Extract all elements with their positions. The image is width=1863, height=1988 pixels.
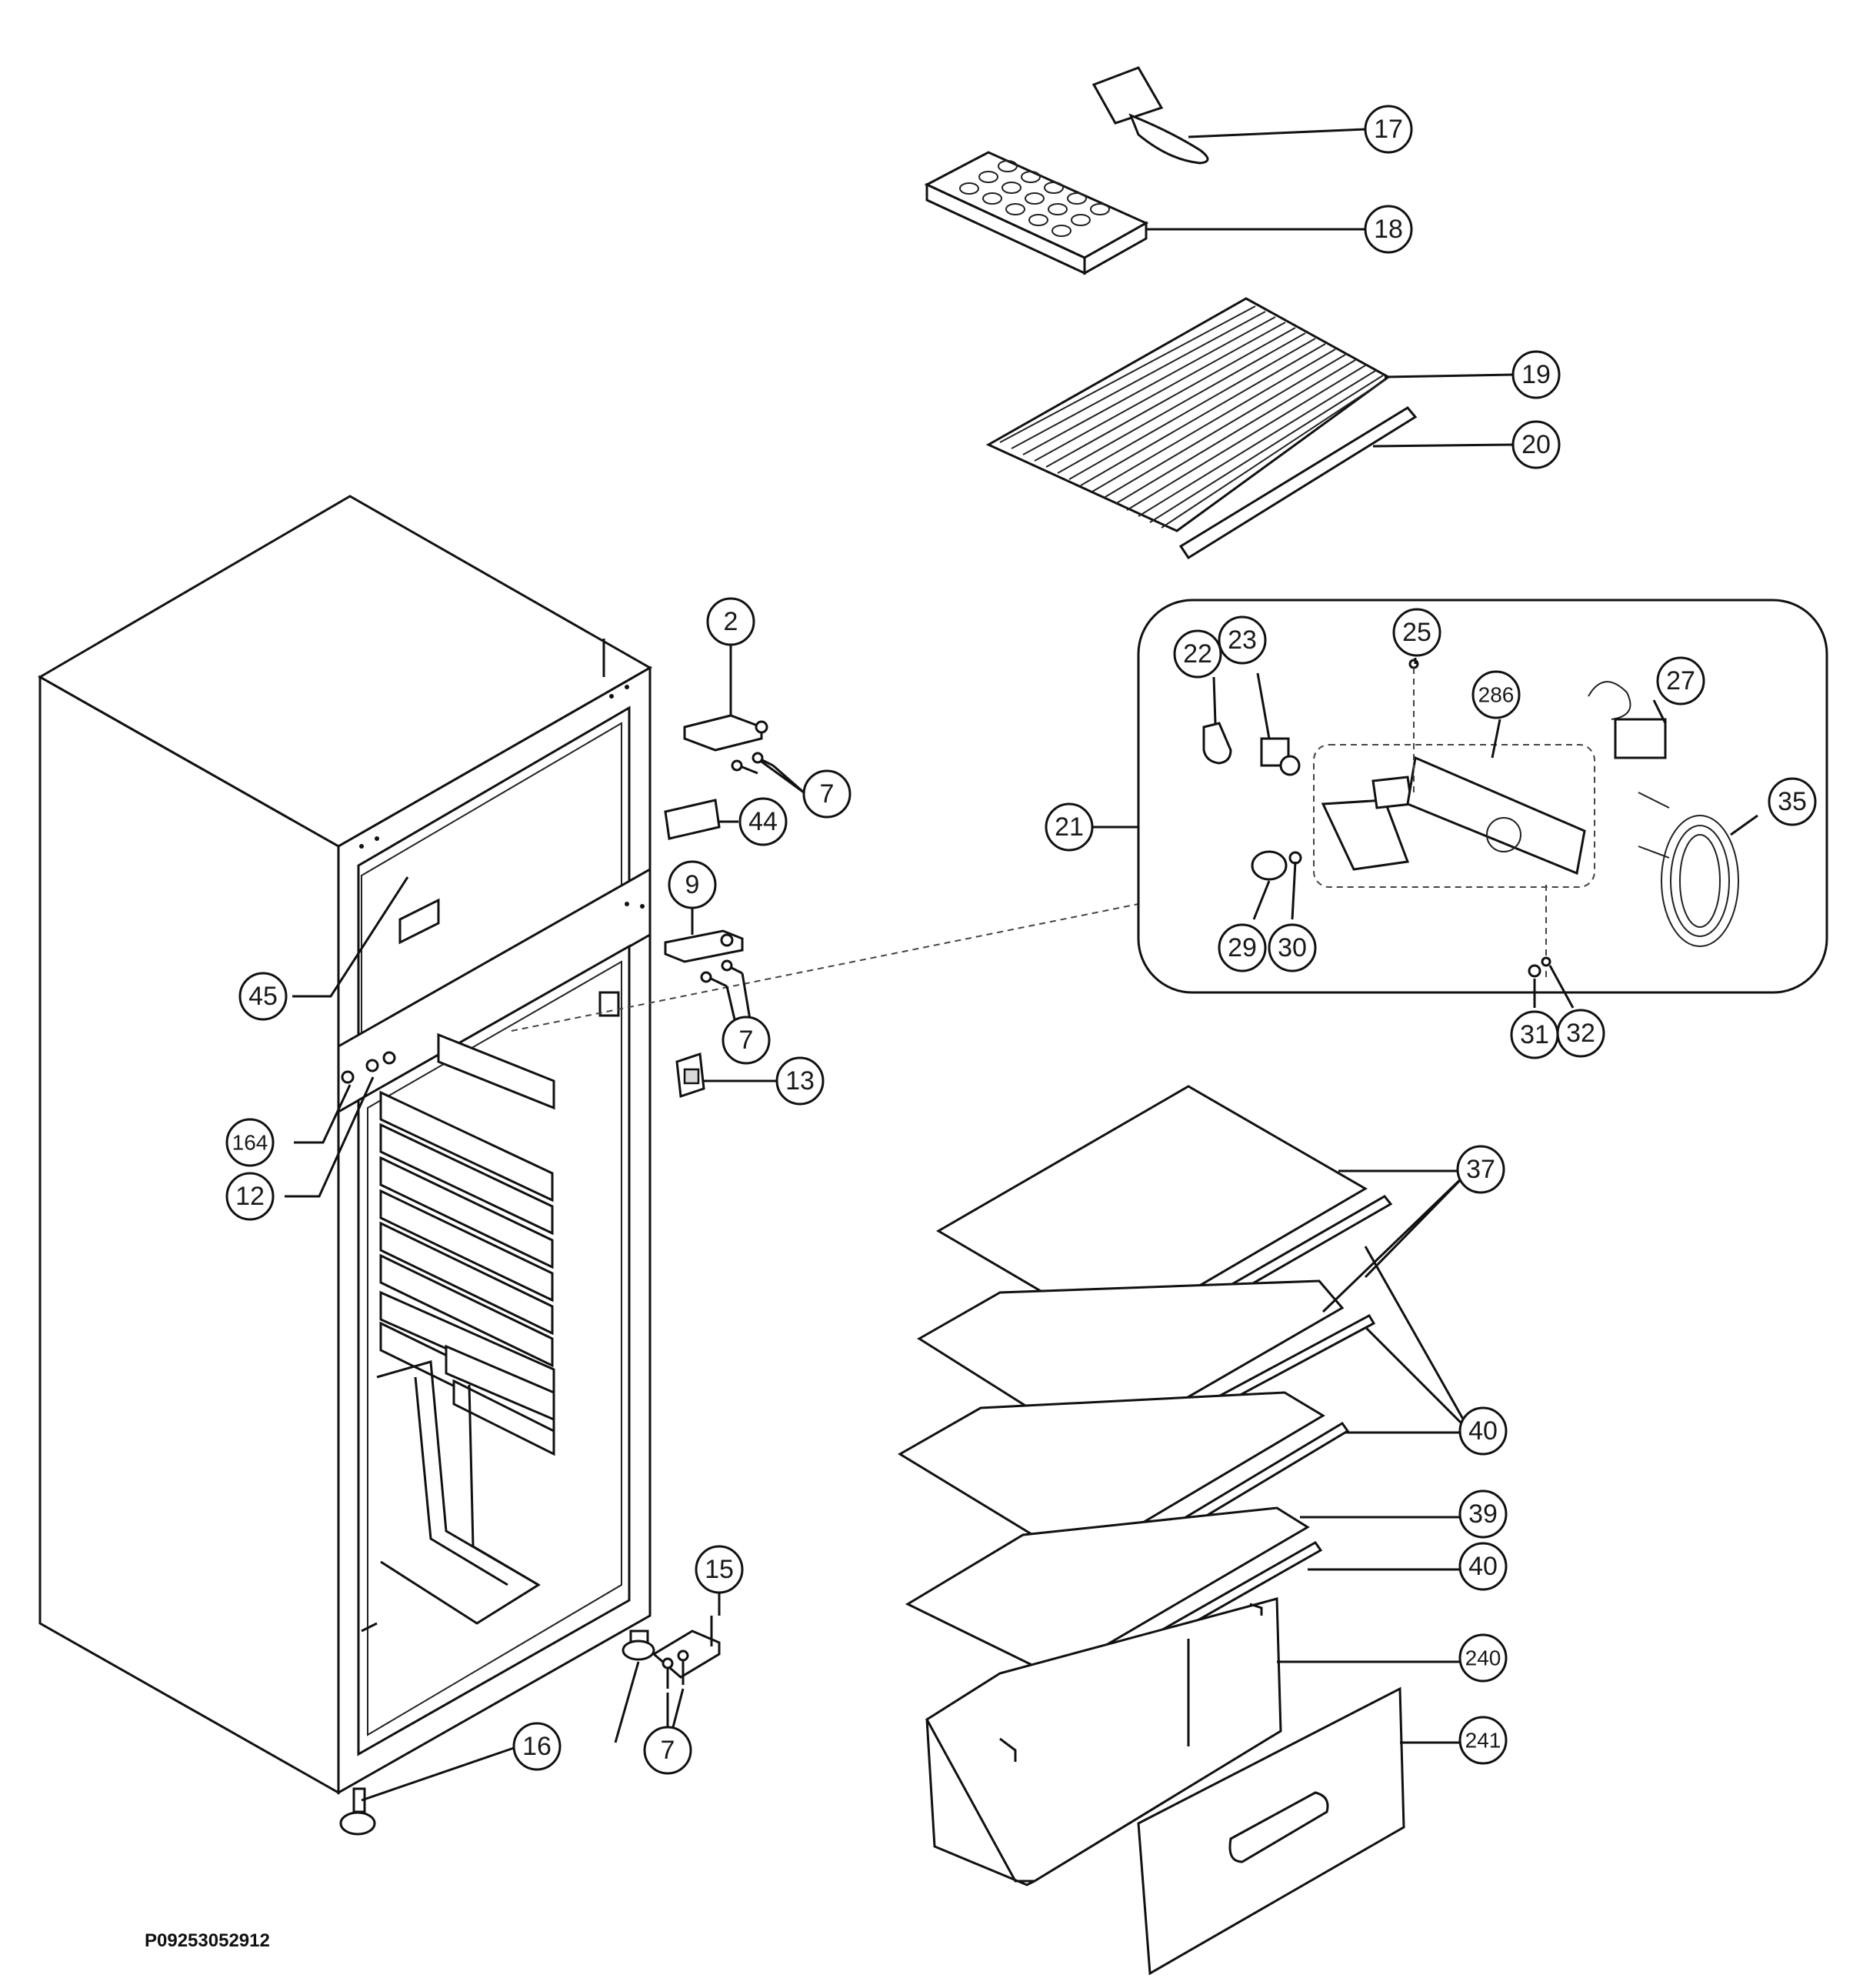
svg-text:13: 13 (785, 1066, 815, 1096)
callout-16: 16 (512, 1722, 562, 1771)
callout-7-upper: 7 (802, 769, 852, 819)
shelf-rails (361, 1032, 555, 1633)
callout-29: 29 (1218, 923, 1267, 972)
light-switch (675, 1052, 705, 1099)
svg-text:37: 37 (1466, 1155, 1495, 1184)
callout-7-middle: 7 (722, 1016, 771, 1065)
svg-text:7: 7 (820, 779, 835, 809)
refrigerator-cabinet (37, 495, 653, 1795)
svg-text:22: 22 (1183, 639, 1212, 669)
svg-text:9: 9 (685, 870, 700, 899)
svg-text:2: 2 (724, 607, 738, 636)
callout-286: 286 (1471, 670, 1521, 719)
callout-31: 31 (1510, 1010, 1559, 1059)
callout-21: 21 (1045, 802, 1094, 852)
callout-32: 32 (1556, 1009, 1605, 1058)
callout-20: 20 (1511, 420, 1561, 469)
svg-text:35: 35 (1778, 787, 1807, 816)
callout-44: 44 (738, 797, 788, 846)
svg-text:27: 27 (1666, 666, 1695, 695)
wire-shelf (985, 297, 1391, 532)
ice-cube-tray (924, 151, 1149, 275)
drawing-code: P09253052912 (145, 1930, 270, 1951)
crisper-cover (1137, 1686, 1405, 1976)
callout-12: 12 (225, 1172, 275, 1221)
svg-text:15: 15 (705, 1555, 734, 1584)
svg-text:19: 19 (1521, 360, 1551, 389)
callout-164: 164 (225, 1118, 275, 1167)
middle-hinge (664, 908, 744, 963)
bottom-hinge-screws (662, 1649, 689, 1689)
svg-text:240: 240 (1465, 1646, 1501, 1670)
hinge-screws-middle (700, 959, 743, 988)
callout-19: 19 (1511, 350, 1561, 399)
svg-text:30: 30 (1278, 933, 1307, 962)
svg-text:23: 23 (1228, 625, 1257, 655)
svg-text:25: 25 (1402, 618, 1431, 647)
callout-241: 241 (1458, 1716, 1508, 1765)
svg-text:7: 7 (739, 1026, 754, 1055)
svg-text:32: 32 (1566, 1019, 1595, 1048)
svg-text:18: 18 (1374, 215, 1403, 244)
svg-text:45: 45 (248, 982, 278, 1011)
callout-18: 18 (1364, 205, 1413, 254)
svg-text:286: 286 (1478, 683, 1515, 707)
svg-text:164: 164 (232, 1131, 268, 1155)
svg-text:20: 20 (1521, 430, 1551, 459)
svg-text:31: 31 (1520, 1020, 1549, 1049)
leveling-foot-front (622, 1629, 655, 1661)
callout-9: 9 (668, 860, 717, 909)
assembly-leader (511, 903, 1139, 1032)
svg-text:7: 7 (661, 1736, 675, 1765)
svg-text:21: 21 (1055, 812, 1084, 842)
callout-17: 17 (1364, 105, 1413, 154)
leader-lines (285, 128, 1758, 1802)
callout-15: 15 (695, 1545, 744, 1594)
ice-scraper (1091, 66, 1209, 165)
callout-40-upper: 40 (1458, 1406, 1508, 1456)
callout-22: 22 (1173, 629, 1222, 679)
svg-text:40: 40 (1468, 1552, 1498, 1581)
svg-text:17: 17 (1374, 115, 1403, 144)
callout-45: 45 (238, 972, 288, 1021)
callout-27: 27 (1656, 656, 1705, 705)
callout-23: 23 (1218, 615, 1267, 665)
svg-text:12: 12 (235, 1182, 265, 1211)
callout-39: 39 (1458, 1489, 1508, 1539)
callout-25: 25 (1392, 608, 1441, 657)
callout-30: 30 (1268, 923, 1317, 972)
callout-240: 240 (1458, 1633, 1508, 1683)
top-hinge (683, 700, 768, 752)
svg-text:241: 241 (1465, 1729, 1501, 1753)
svg-text:29: 29 (1228, 933, 1257, 962)
leveling-foot-rear (339, 1787, 376, 1836)
lamp-assembly-group (1137, 599, 1828, 994)
gasket-label (664, 799, 721, 840)
hinge-screws-upper (731, 752, 774, 775)
shelf-trim (1178, 406, 1418, 560)
callout-37: 37 (1456, 1145, 1505, 1194)
crisper-drawer (925, 1597, 1282, 1886)
svg-text:44: 44 (748, 807, 778, 836)
bottom-hinge (652, 1616, 721, 1679)
svg-text:39: 39 (1468, 1499, 1498, 1529)
callout-2: 2 (706, 597, 755, 646)
callout-7-lower: 7 (643, 1726, 692, 1775)
svg-text:16: 16 (522, 1732, 552, 1761)
svg-text:40: 40 (1468, 1416, 1498, 1446)
callout-13: 13 (775, 1056, 825, 1106)
callout-40-lower: 40 (1458, 1542, 1508, 1591)
callout-35: 35 (1768, 777, 1817, 826)
